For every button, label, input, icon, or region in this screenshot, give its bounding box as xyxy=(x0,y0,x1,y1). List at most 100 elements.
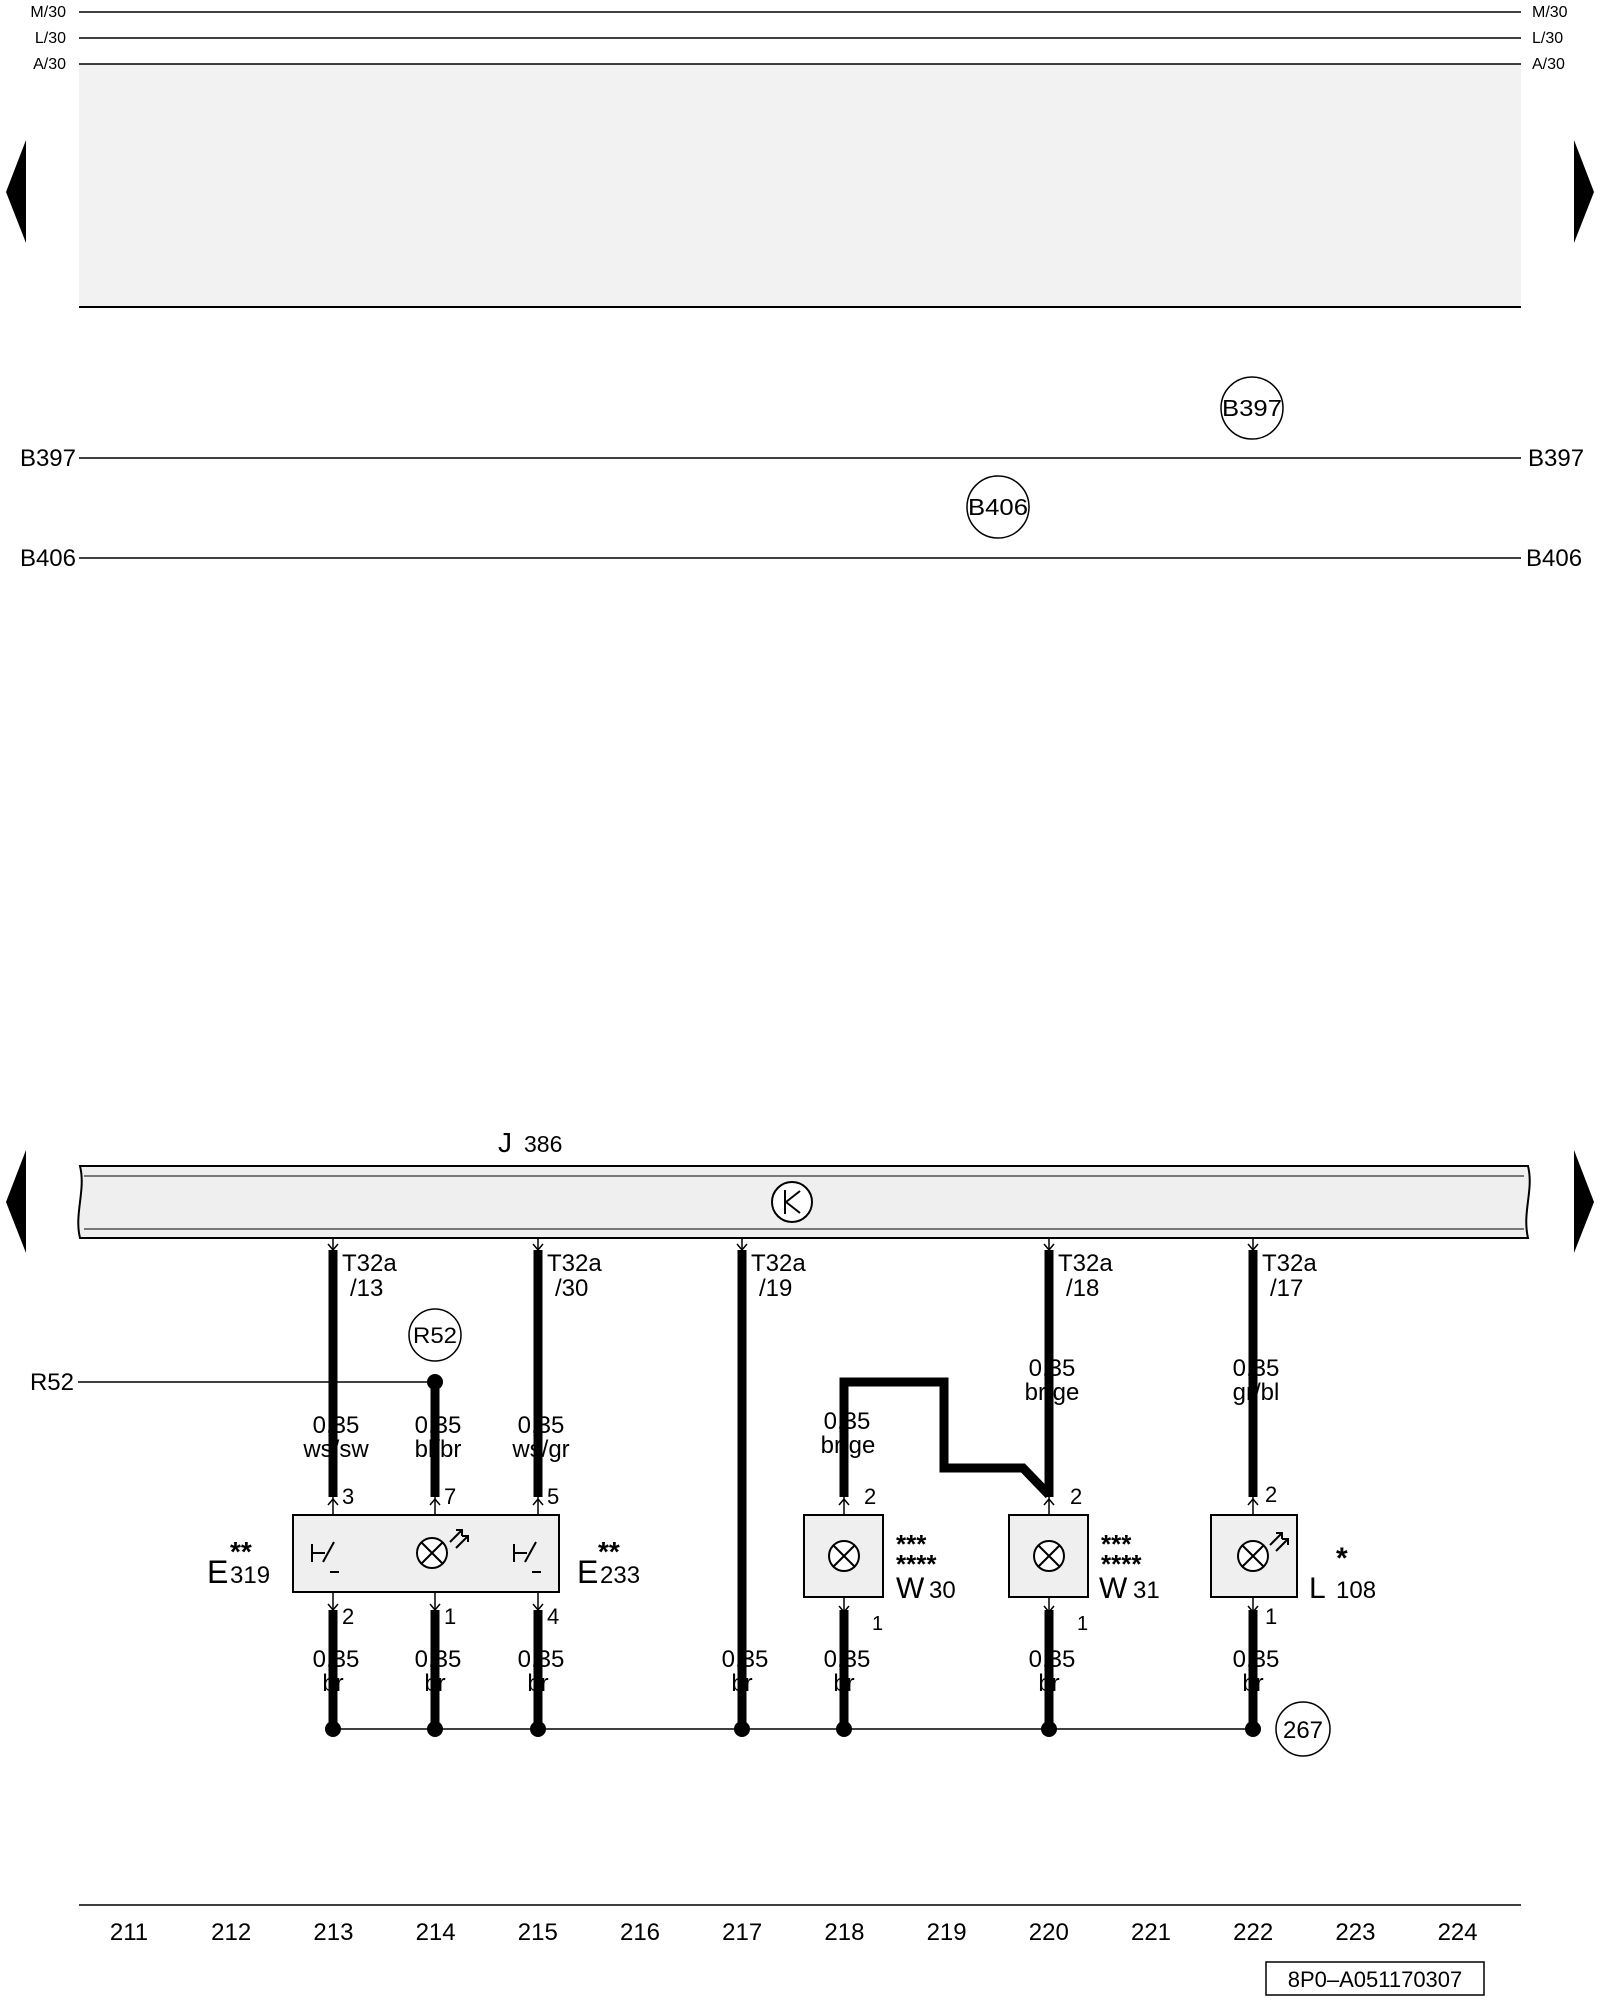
wire-size-213-bot: 0,35 xyxy=(313,1646,360,1673)
ground-junction-213 xyxy=(325,1721,341,1737)
pin-w31-bot: 1 xyxy=(1077,1613,1088,1635)
wire-color-214-top: bl/br xyxy=(415,1436,462,1463)
triangle-left-icon[interactable] xyxy=(6,1150,26,1253)
connector-r52-label: R52 xyxy=(413,1323,457,1348)
pin-w30-top: 2 xyxy=(864,1484,876,1509)
w30-letter: W xyxy=(896,1572,925,1605)
component-w31: *** **** W 31 xyxy=(1008,1514,1160,1605)
switch-symbol-icon xyxy=(513,1541,541,1573)
rail-label-m30-left: M/30 xyxy=(30,4,66,21)
triangle-right-icon[interactable] xyxy=(1574,140,1594,243)
track-number: 214 xyxy=(416,1919,456,1946)
pin-conn-213: T32a xyxy=(342,1250,397,1277)
wire-size-214-top: 0,35 xyxy=(415,1412,462,1439)
pin-num-217: /19 xyxy=(759,1275,792,1302)
l108-mark: * xyxy=(1336,1542,1348,1575)
pin-conn-222: T32a xyxy=(1262,1250,1317,1277)
connector-b397-label: B397 xyxy=(1222,395,1282,421)
pin-lamp214-bot: 1 xyxy=(444,1604,456,1629)
wire-color-215-top: ws/gr xyxy=(511,1436,569,1463)
connector-b397-circle: B397 xyxy=(1220,376,1284,440)
triangle-left-icon[interactable] xyxy=(6,140,26,243)
rail-label-a30-right: A/30 xyxy=(1532,56,1565,73)
pin-e319-bot: 2 xyxy=(342,1604,354,1629)
pin-e319-top: 3 xyxy=(342,1484,354,1509)
w31-number: 31 xyxy=(1133,1577,1160,1604)
track-number: 212 xyxy=(211,1919,251,1946)
wire-size-217-bot: 0,35 xyxy=(722,1646,769,1673)
rail-label-l30-right: L/30 xyxy=(1532,30,1563,47)
pin-conn-215: T32a xyxy=(547,1250,602,1277)
pin-e233-top: 5 xyxy=(547,1484,559,1509)
wire-color-213-bot: br xyxy=(322,1670,343,1697)
wire-size-220-top: 0,35 xyxy=(1029,1355,1076,1382)
pin-num-215: /30 xyxy=(555,1275,588,1302)
doc-id-label: 8P0–A051170307 xyxy=(1288,1967,1463,1992)
triangle-right-icon[interactable] xyxy=(1574,1150,1594,1253)
wire-218-route xyxy=(839,1377,1053,1499)
ground-junction-222 xyxy=(1245,1721,1261,1737)
e233-letter: E xyxy=(577,1554,598,1590)
track-number: 217 xyxy=(722,1919,762,1946)
rail-label-m30-right: M/30 xyxy=(1532,4,1568,21)
w31-letter: W xyxy=(1099,1572,1128,1605)
connector-b406-label: B406 xyxy=(968,494,1028,520)
e319-letter: E xyxy=(207,1554,228,1590)
pin-l108-top: 2 xyxy=(1265,1482,1277,1507)
b406-label-right: B406 xyxy=(1526,545,1582,572)
wire-color-215-bot: br xyxy=(527,1670,548,1697)
ground-point-circle: 267 xyxy=(1275,1701,1331,1757)
doc-id-box: 8P0–A051170307 xyxy=(1265,1961,1485,1996)
rail-label-a30-left: A/30 xyxy=(33,56,66,73)
pin-e233-bot: 4 xyxy=(547,1604,559,1629)
wires xyxy=(328,1250,1258,1725)
pin-num-213: /13 xyxy=(350,1275,383,1302)
ground-junction-215 xyxy=(530,1721,546,1737)
wire-size-222-bot: 0,35 xyxy=(1233,1646,1280,1673)
control-unit-number: 386 xyxy=(524,1131,562,1157)
b-lines: B397 B397 B406 B406 B397 B406 xyxy=(20,376,1584,572)
wire-color-220-bot: br xyxy=(1038,1670,1059,1697)
ground-bus: 267 xyxy=(325,1701,1331,1757)
ground-point-label: 267 xyxy=(1283,1717,1323,1744)
track-number: 218 xyxy=(824,1919,864,1946)
wire-color-213-top: ws/sw xyxy=(302,1436,369,1463)
ground-junction-218 xyxy=(836,1721,852,1737)
b397-label-left: B397 xyxy=(20,445,76,472)
track-number: 216 xyxy=(620,1919,660,1946)
wire-color-222-top: gr/bl xyxy=(1233,1379,1280,1406)
e233-mark: ** xyxy=(598,1536,620,1567)
r52-label-left: R52 xyxy=(30,1369,74,1396)
wire-color-217-bot: br xyxy=(731,1670,752,1697)
bus-interface-icon xyxy=(771,1181,813,1223)
w30-mark1: *** xyxy=(896,1529,927,1559)
component-l108: * L 108 xyxy=(1210,1514,1376,1605)
wire-labels-top: 0,35 ws/sw 0,35 bl/br 0,35 ws/gr 0,35 br… xyxy=(302,1355,1279,1463)
w31-mark1: *** xyxy=(1101,1529,1132,1559)
pin-stubs xyxy=(327,1238,1259,1614)
track-number: 215 xyxy=(518,1919,558,1946)
ground-junction-220 xyxy=(1041,1721,1057,1737)
label-e233: ** E 233 xyxy=(577,1536,640,1590)
track-number: 211 xyxy=(110,1919,148,1946)
wire-color-218-top: br/ge xyxy=(821,1432,876,1459)
track-number: 220 xyxy=(1029,1919,1069,1946)
lamp-symbol-icon xyxy=(1033,1540,1065,1572)
pin-w31-top: 2 xyxy=(1070,1484,1082,1509)
track-number: 219 xyxy=(927,1919,967,1946)
ground-junction-217 xyxy=(734,1721,750,1737)
track-number: 221 xyxy=(1131,1919,1171,1946)
wire-size-214-bot: 0,35 xyxy=(415,1646,462,1673)
pin-labels: T32a /13 T32a /30 T32a /19 T32a /18 T32a… xyxy=(342,1250,1317,1302)
pin-conn-220: T32a xyxy=(1058,1250,1113,1277)
l108-letter: L xyxy=(1309,1572,1326,1605)
wire-labels-bottom: 0,35 br 0,35 br 0,35 br 0,35 br 0,35 br … xyxy=(313,1646,1280,1697)
lamp-symbol-icon xyxy=(1237,1532,1289,1572)
b406-label-left: B406 xyxy=(20,545,76,572)
control-unit-letter: J xyxy=(498,1127,512,1158)
wire-size-218-bot: 0,35 xyxy=(824,1646,871,1673)
pin-num-220: /18 xyxy=(1066,1275,1099,1302)
track-number: 223 xyxy=(1335,1919,1375,1946)
label-e319: ** E 319 xyxy=(207,1536,270,1590)
